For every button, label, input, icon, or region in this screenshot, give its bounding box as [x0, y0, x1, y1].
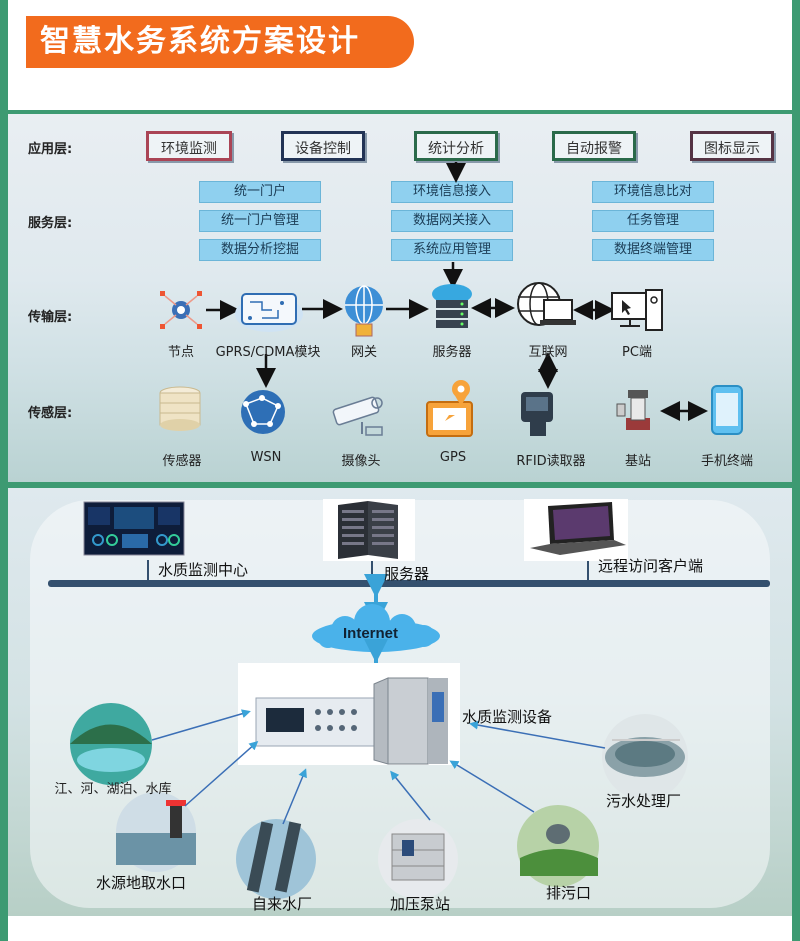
arrow-icon [282, 768, 307, 825]
service-box: 数据终端管理 [592, 239, 714, 261]
label-server-2: 服务器 [384, 565, 430, 583]
monitoring-screen-icon [83, 501, 185, 556]
cloud-icon [312, 604, 440, 652]
app-alarm: 自动报警 [552, 131, 636, 161]
label-monitoring-center: 水质监测中心 [158, 561, 249, 579]
cabinet-icon [373, 677, 448, 765]
sensor-icon [159, 386, 201, 431]
rfid-reader-icon [521, 392, 553, 436]
sewage-outlet-image [517, 805, 599, 887]
pc-icon [611, 289, 663, 331]
label-water-plant: 自来水厂 [252, 895, 313, 913]
page-title: 智慧水务系统方案设计 [26, 16, 414, 68]
label-device: 水质监测设备 [462, 708, 553, 726]
server-rack-icon [323, 499, 415, 561]
service-box: 数据网关接入 [391, 210, 513, 232]
layer-label-service: 服务层: [28, 216, 73, 231]
label-cloud: Internet [343, 625, 399, 642]
gateway-icon [345, 285, 383, 337]
internet-globe-icon [517, 282, 576, 326]
label-pump-station: 加压泵站 [390, 895, 451, 913]
app-chart-display: 图标显示 [690, 131, 774, 161]
server-icon [432, 284, 472, 328]
service-box: 任务管理 [592, 210, 714, 232]
analyzer-device-icon [255, 697, 375, 747]
sewage-plant-image [602, 714, 688, 800]
label-rfid: RFID读取器 [516, 454, 586, 469]
water-intake-image [116, 792, 196, 872]
laptop-icon [524, 499, 628, 561]
arrow-icon [390, 770, 431, 821]
wsn-globe-icon [241, 390, 285, 434]
label-pc: PC端 [622, 345, 652, 360]
label-intake: 水源地取水口 [96, 874, 187, 892]
footer-area [8, 916, 792, 941]
layer-label-sensing: 传感层: [28, 406, 73, 421]
service-box: 系统应用管理 [391, 239, 513, 261]
label-sewage-plant: 污水处理厂 [606, 792, 682, 810]
arrow-icon [151, 709, 251, 741]
label-base-station: 基站 [624, 454, 651, 469]
label-sewage-outlet: 排污口 [546, 884, 592, 902]
label-camera: 摄像头 [341, 454, 381, 469]
app-device-control: 设备控制 [281, 131, 365, 161]
node-icon [160, 291, 202, 329]
app-statistics: 统计分析 [414, 131, 498, 161]
base-station-icon [616, 390, 650, 430]
label-river: 江、河、湖泊、水库 [54, 782, 172, 797]
network-bus-bar [48, 580, 770, 587]
label-server: 服务器 [432, 345, 472, 360]
label-gps: GPS [439, 450, 467, 465]
service-box: 数据分析挖掘 [199, 239, 321, 261]
service-box: 统一门户 [199, 181, 321, 203]
layer-label-app: 应用层: [28, 142, 73, 157]
app-env-monitor: 环境监测 [146, 131, 232, 161]
service-box: 环境信息比对 [592, 181, 714, 203]
label-sensor: 传感器 [162, 454, 202, 469]
service-box: 统一门户管理 [199, 210, 321, 232]
water-plant-image [236, 819, 316, 899]
arrow-icon [469, 720, 606, 749]
mobile-phone-icon [711, 385, 743, 435]
label-node: 节点 [167, 345, 194, 360]
label-gateway: 网关 [350, 345, 377, 360]
label-internet: 互联网 [528, 345, 568, 360]
gps-icon [426, 380, 473, 437]
label-gprs: GPRS/CDMA模块 [215, 345, 321, 360]
camera-icon [332, 396, 383, 436]
label-mobile: 手机终端 [700, 454, 753, 469]
arrow-icon [449, 760, 535, 813]
label-remote-client: 远程访问客户端 [598, 557, 704, 575]
label-wsn: WSN [250, 450, 282, 465]
gprs-module-icon [235, 293, 303, 332]
arrow-icon [184, 741, 259, 807]
pump-station-image [378, 819, 458, 899]
layer-label-transport: 传输层: [28, 310, 73, 325]
river-lake-image [70, 703, 152, 785]
